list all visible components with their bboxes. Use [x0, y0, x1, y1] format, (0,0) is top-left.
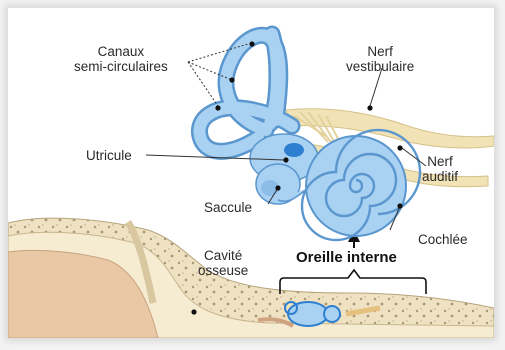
label-oreille-interne: Oreille interne [296, 250, 397, 265]
label-saccule: Saccule [204, 200, 252, 215]
label-cochlee: Cochlée [418, 232, 468, 247]
label-cavite-osseuse: Cavité osseuse [198, 248, 248, 278]
oreille-interne-bracket [280, 270, 426, 294]
label-nerf-vestibulaire: Nerf vestibulaire [346, 44, 414, 74]
diagram-panel: Canaux semi-circulaires Nerf vestibulair… [8, 8, 494, 338]
label-canaux: Canaux semi-circulaires [74, 44, 168, 74]
label-nerf-auditif: Nerf auditif [422, 154, 458, 184]
label-utricule: Utricule [86, 148, 132, 163]
